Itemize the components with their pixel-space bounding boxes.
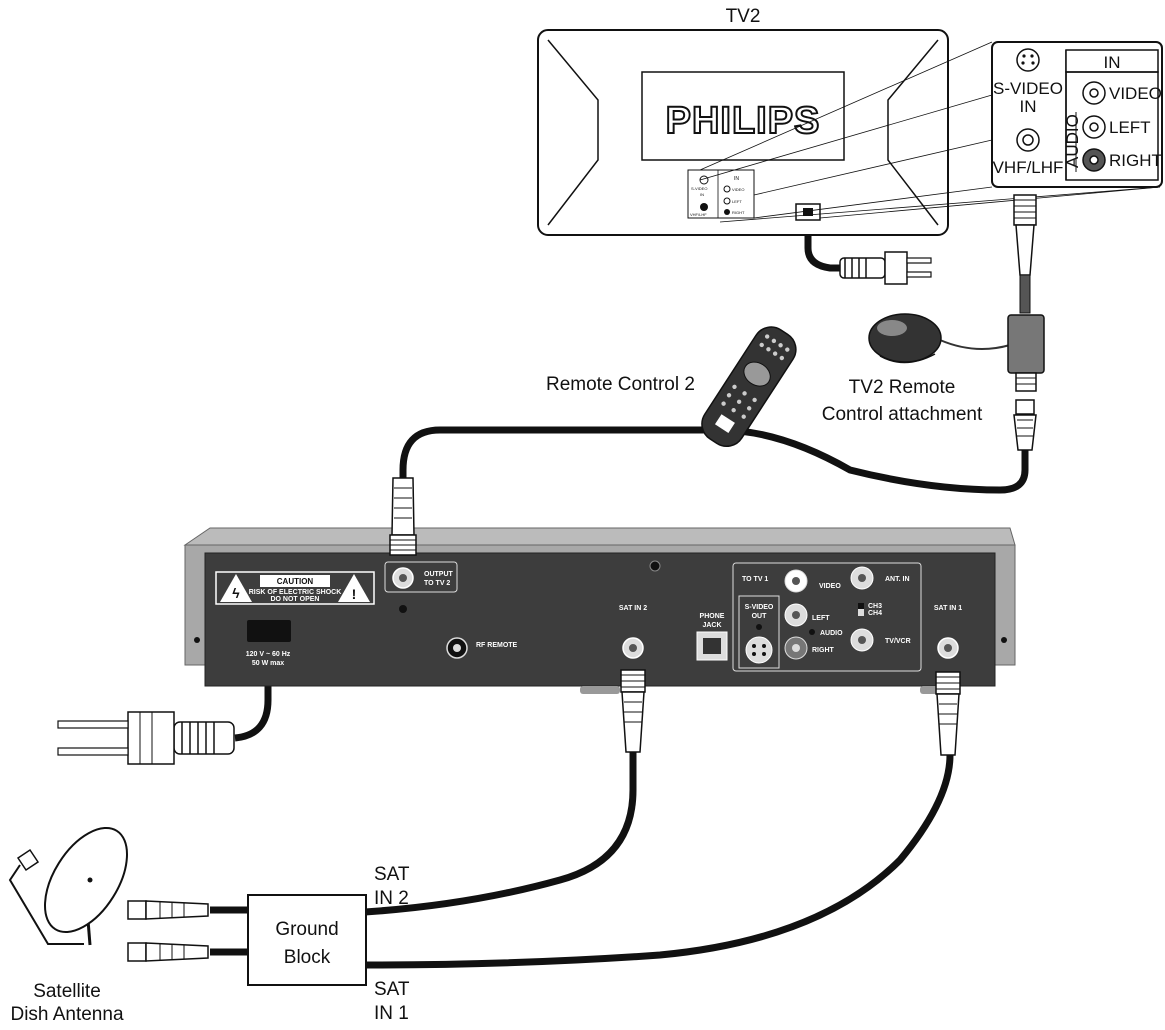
sat-in-2-label: SAT IN 2: [619, 605, 647, 612]
mini-right-icon: [724, 209, 730, 215]
left-jack-icon: [1082, 115, 1106, 139]
mini-left: LEFT: [732, 199, 742, 204]
audio-left-label: LEFT: [812, 615, 830, 622]
cable-output-to-tv2: [399, 415, 1029, 545]
sat-in-2-text-2: IN 2: [374, 888, 409, 909]
panel-left-label: LEFT: [1109, 118, 1151, 137]
cable-sat-in-2: [364, 750, 637, 916]
tv2-remote-label-1: TV2 Remote: [849, 377, 956, 398]
tv-power-plug: [839, 251, 932, 285]
remote-control-label: Remote Control 2: [546, 374, 695, 395]
svideo-out-label-1: S-VIDEO: [745, 604, 774, 611]
ch3-label: CH3: [868, 603, 882, 610]
caution-sub2: DO NOT OPEN: [270, 596, 319, 603]
panel-in-label: IN: [1104, 53, 1121, 72]
phone-jack-label-2: JACK: [702, 622, 721, 629]
panel-vhf-label: VHF/LHF: [993, 158, 1064, 177]
phone-jack-label-1: PHONE: [700, 613, 725, 620]
attachment-coax-connector: [1013, 399, 1037, 451]
cable-sat-in-1: [364, 754, 954, 969]
mini-vhf-icon: [700, 203, 708, 211]
cable-tv-power: [804, 218, 845, 272]
receiver-power-plug: [57, 711, 235, 765]
dish-label-2: Dish Antenna: [10, 1004, 123, 1025]
mini-video-icon: [723, 185, 731, 193]
sat-in-2-coax-connector: [620, 669, 646, 753]
power-inlet: [247, 620, 291, 642]
remote-control-icon: [701, 326, 797, 448]
callout-lines: [699, 41, 1161, 223]
ground-block: [247, 894, 367, 986]
power-rating-2: 50 W max: [252, 660, 284, 667]
video-label: VIDEO: [819, 583, 841, 590]
panel-svideo-label: S-VIDEO: [993, 79, 1063, 98]
tv-coax-connector: [1013, 194, 1037, 314]
dish-label-1: Satellite: [33, 981, 101, 1002]
caution-warning-icon: !: [352, 586, 357, 602]
mini-right: RIGHT: [732, 210, 745, 215]
ant-in-label: ANT. IN: [885, 576, 910, 583]
tv-vcr-label: TV/VCR: [885, 638, 911, 645]
dish-coax-connector-bottom: [127, 942, 209, 962]
tv2: TV2 PHILIPS IN S-VIDEO IN VIDEO LEFT RIG…: [537, 6, 1161, 236]
tv2-remote-label-2: Control attachment: [822, 404, 983, 425]
power-rating-1: 120 V ~ 60 Hz: [246, 651, 291, 658]
sat-in-1-label: SAT IN 1: [934, 605, 962, 612]
receiver: ϟ ! CAUTION RISK OF ELECTRIC SHOCK DO NO…: [183, 527, 1016, 694]
audio-label: AUDIO: [820, 630, 843, 637]
receiver-back-panel: [204, 552, 996, 687]
remote-control-2: [701, 326, 797, 448]
mini-svideo-in: IN: [700, 192, 704, 197]
dish-coax-connector-top: [127, 900, 209, 920]
cable-attachment-wire: [939, 339, 1011, 350]
mini-in: IN: [734, 176, 739, 182]
caution-label: ϟ ! CAUTION RISK OF ELECTRIC SHOCK DO NO…: [215, 571, 375, 605]
vhf-input-icon: [1016, 128, 1040, 152]
ground-block-label-1: Ground: [275, 919, 338, 940]
panel-video-label: VIDEO: [1109, 84, 1162, 103]
rf-remote-label: RF REMOTE: [476, 642, 518, 649]
tv-input-panel: IN S-VIDEO IN VHF/LHF VIDEO LEFT RIGHT A…: [991, 41, 1163, 188]
ground-block-label-2: Block: [284, 947, 331, 968]
sat-in-2-text-1: SAT: [374, 864, 410, 885]
svideo-out-label-2: OUT: [752, 613, 768, 620]
remote-eye-icon: [868, 313, 942, 363]
output-label-2: TO TV 2: [424, 580, 450, 587]
audio-right-label: RIGHT: [812, 647, 835, 654]
satellite-dish: [8, 826, 129, 946]
panel-right-label: RIGHT: [1109, 151, 1162, 170]
tv-brand: PHILIPS: [666, 100, 821, 142]
tv2-remote-attachment: [868, 313, 1045, 392]
panel-svideo-in-label: IN: [1020, 97, 1037, 116]
ch-switch: [858, 603, 864, 616]
caution-text: CAUTION: [277, 577, 314, 586]
tv-brand-plate: [641, 71, 845, 161]
tv-title: TV2: [726, 6, 761, 27]
caution-sub1: RISK OF ELECTRIC SHOCK: [249, 589, 342, 596]
sat-in-1-coax-connector: [935, 671, 961, 756]
video-jack-icon: [1082, 81, 1106, 105]
svideo-out-jack: [745, 636, 773, 664]
ch4-label: CH4: [868, 610, 882, 617]
sat-in-1-text-1: SAT: [374, 979, 410, 1000]
mini-left-icon: [723, 197, 731, 205]
output-label-1: OUTPUT: [424, 571, 454, 578]
mini-video: VIDEO: [732, 187, 744, 192]
panel-audio-label: AUDIO: [1063, 114, 1082, 168]
svideo-in-icon: [1016, 48, 1040, 72]
to-tv1-label: TO TV 1: [742, 576, 768, 583]
mini-vhf: VHF/LHF: [690, 212, 707, 217]
mini-svideo: S-VIDEO: [691, 186, 707, 191]
shock-warning-icon: ϟ: [232, 585, 240, 601]
satellite-dish-icon: [43, 826, 129, 934]
output-coax-connector: [389, 477, 417, 556]
tv-mini-panel: IN S-VIDEO IN VIDEO LEFT RIGHT VHF/LHF: [687, 169, 755, 219]
cable-receiver-power: [234, 640, 272, 742]
sat-in-1-text-2: IN 1: [374, 1003, 409, 1024]
